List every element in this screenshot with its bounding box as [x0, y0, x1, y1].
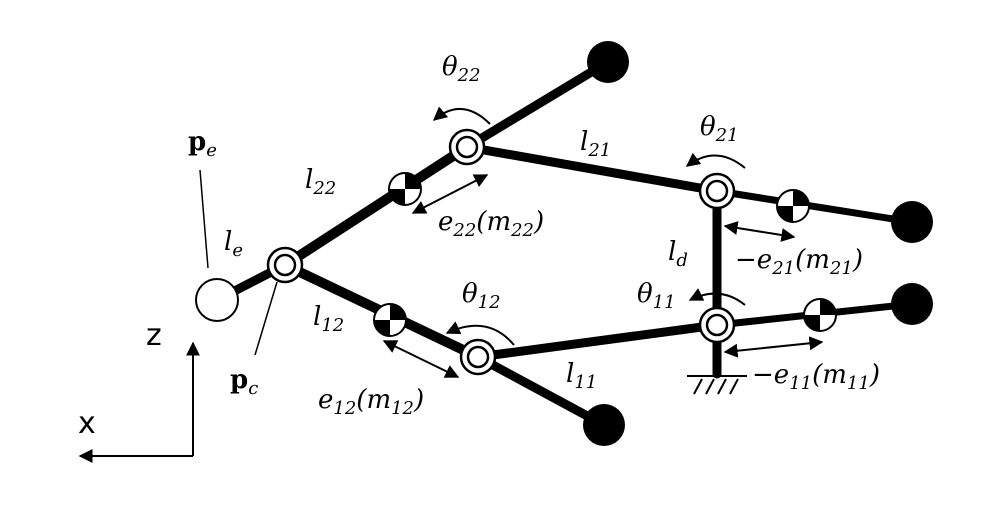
label-e22: e22(m22) [438, 207, 544, 241]
e12-arrow-icon [382, 340, 460, 378]
link-l21 [462, 142, 722, 196]
label-e12: e12(m12) [318, 385, 424, 419]
joint-22 [448, 128, 486, 166]
label-theta22: θ22 [442, 52, 481, 86]
rotation-arrows [432, 106, 746, 346]
com-12-icon [373, 303, 407, 337]
leader-lines [199, 169, 278, 356]
label-pe: pe [188, 127, 217, 161]
joints [266, 128, 736, 376]
link-l21-ext [713, 187, 916, 226]
joint-11 [698, 306, 736, 344]
label-ld: ld [668, 237, 688, 271]
com-11-icon [803, 298, 837, 332]
label-e21: −e21(m21) [735, 245, 863, 279]
label-theta21: θ21 [700, 112, 739, 146]
theta22-arrow-icon [432, 106, 491, 125]
theta11-arrow-icon [688, 288, 746, 306]
joint-21 [698, 172, 736, 210]
ground-symbol [687, 375, 747, 395]
link-l22-ext [462, 57, 613, 152]
label-pc: pc [230, 365, 258, 399]
label-l11: l11 [566, 359, 597, 393]
joint-pc [266, 246, 304, 284]
joint-12 [459, 338, 497, 376]
end-masses [583, 41, 933, 446]
link-l11 [473, 320, 722, 362]
label-l22: l22 [305, 165, 336, 199]
label-l12: l12 [313, 302, 344, 336]
label-le: le [224, 227, 243, 261]
link-l22 [280, 142, 472, 270]
links [212, 57, 916, 430]
mass-end-12 [583, 404, 625, 446]
e22-arrow-icon [411, 174, 489, 214]
mass-end-21 [891, 201, 933, 243]
label-theta12: θ12 [462, 279, 501, 313]
theta12-arrow-icon [445, 321, 515, 346]
com-22-icon [388, 172, 422, 206]
label-theta11: θ11 [637, 279, 676, 313]
link-l12-ext [473, 352, 609, 430]
z-axis-label: z [146, 318, 162, 353]
offset-arrows [382, 174, 824, 378]
mass-end-11 [891, 283, 933, 325]
e21-arrow-icon [723, 221, 796, 242]
mass-end-22 [587, 41, 629, 83]
coordinate-axes [78, 341, 200, 463]
com-21-icon [776, 189, 810, 223]
label-e11: −e11(m11) [752, 360, 880, 394]
label-l21: l21 [580, 127, 611, 161]
end-effector-circle [195, 278, 239, 322]
e11-arrow-icon [723, 336, 824, 358]
theta21-arrow-icon [685, 152, 746, 169]
x-axis-label: x [78, 406, 96, 441]
